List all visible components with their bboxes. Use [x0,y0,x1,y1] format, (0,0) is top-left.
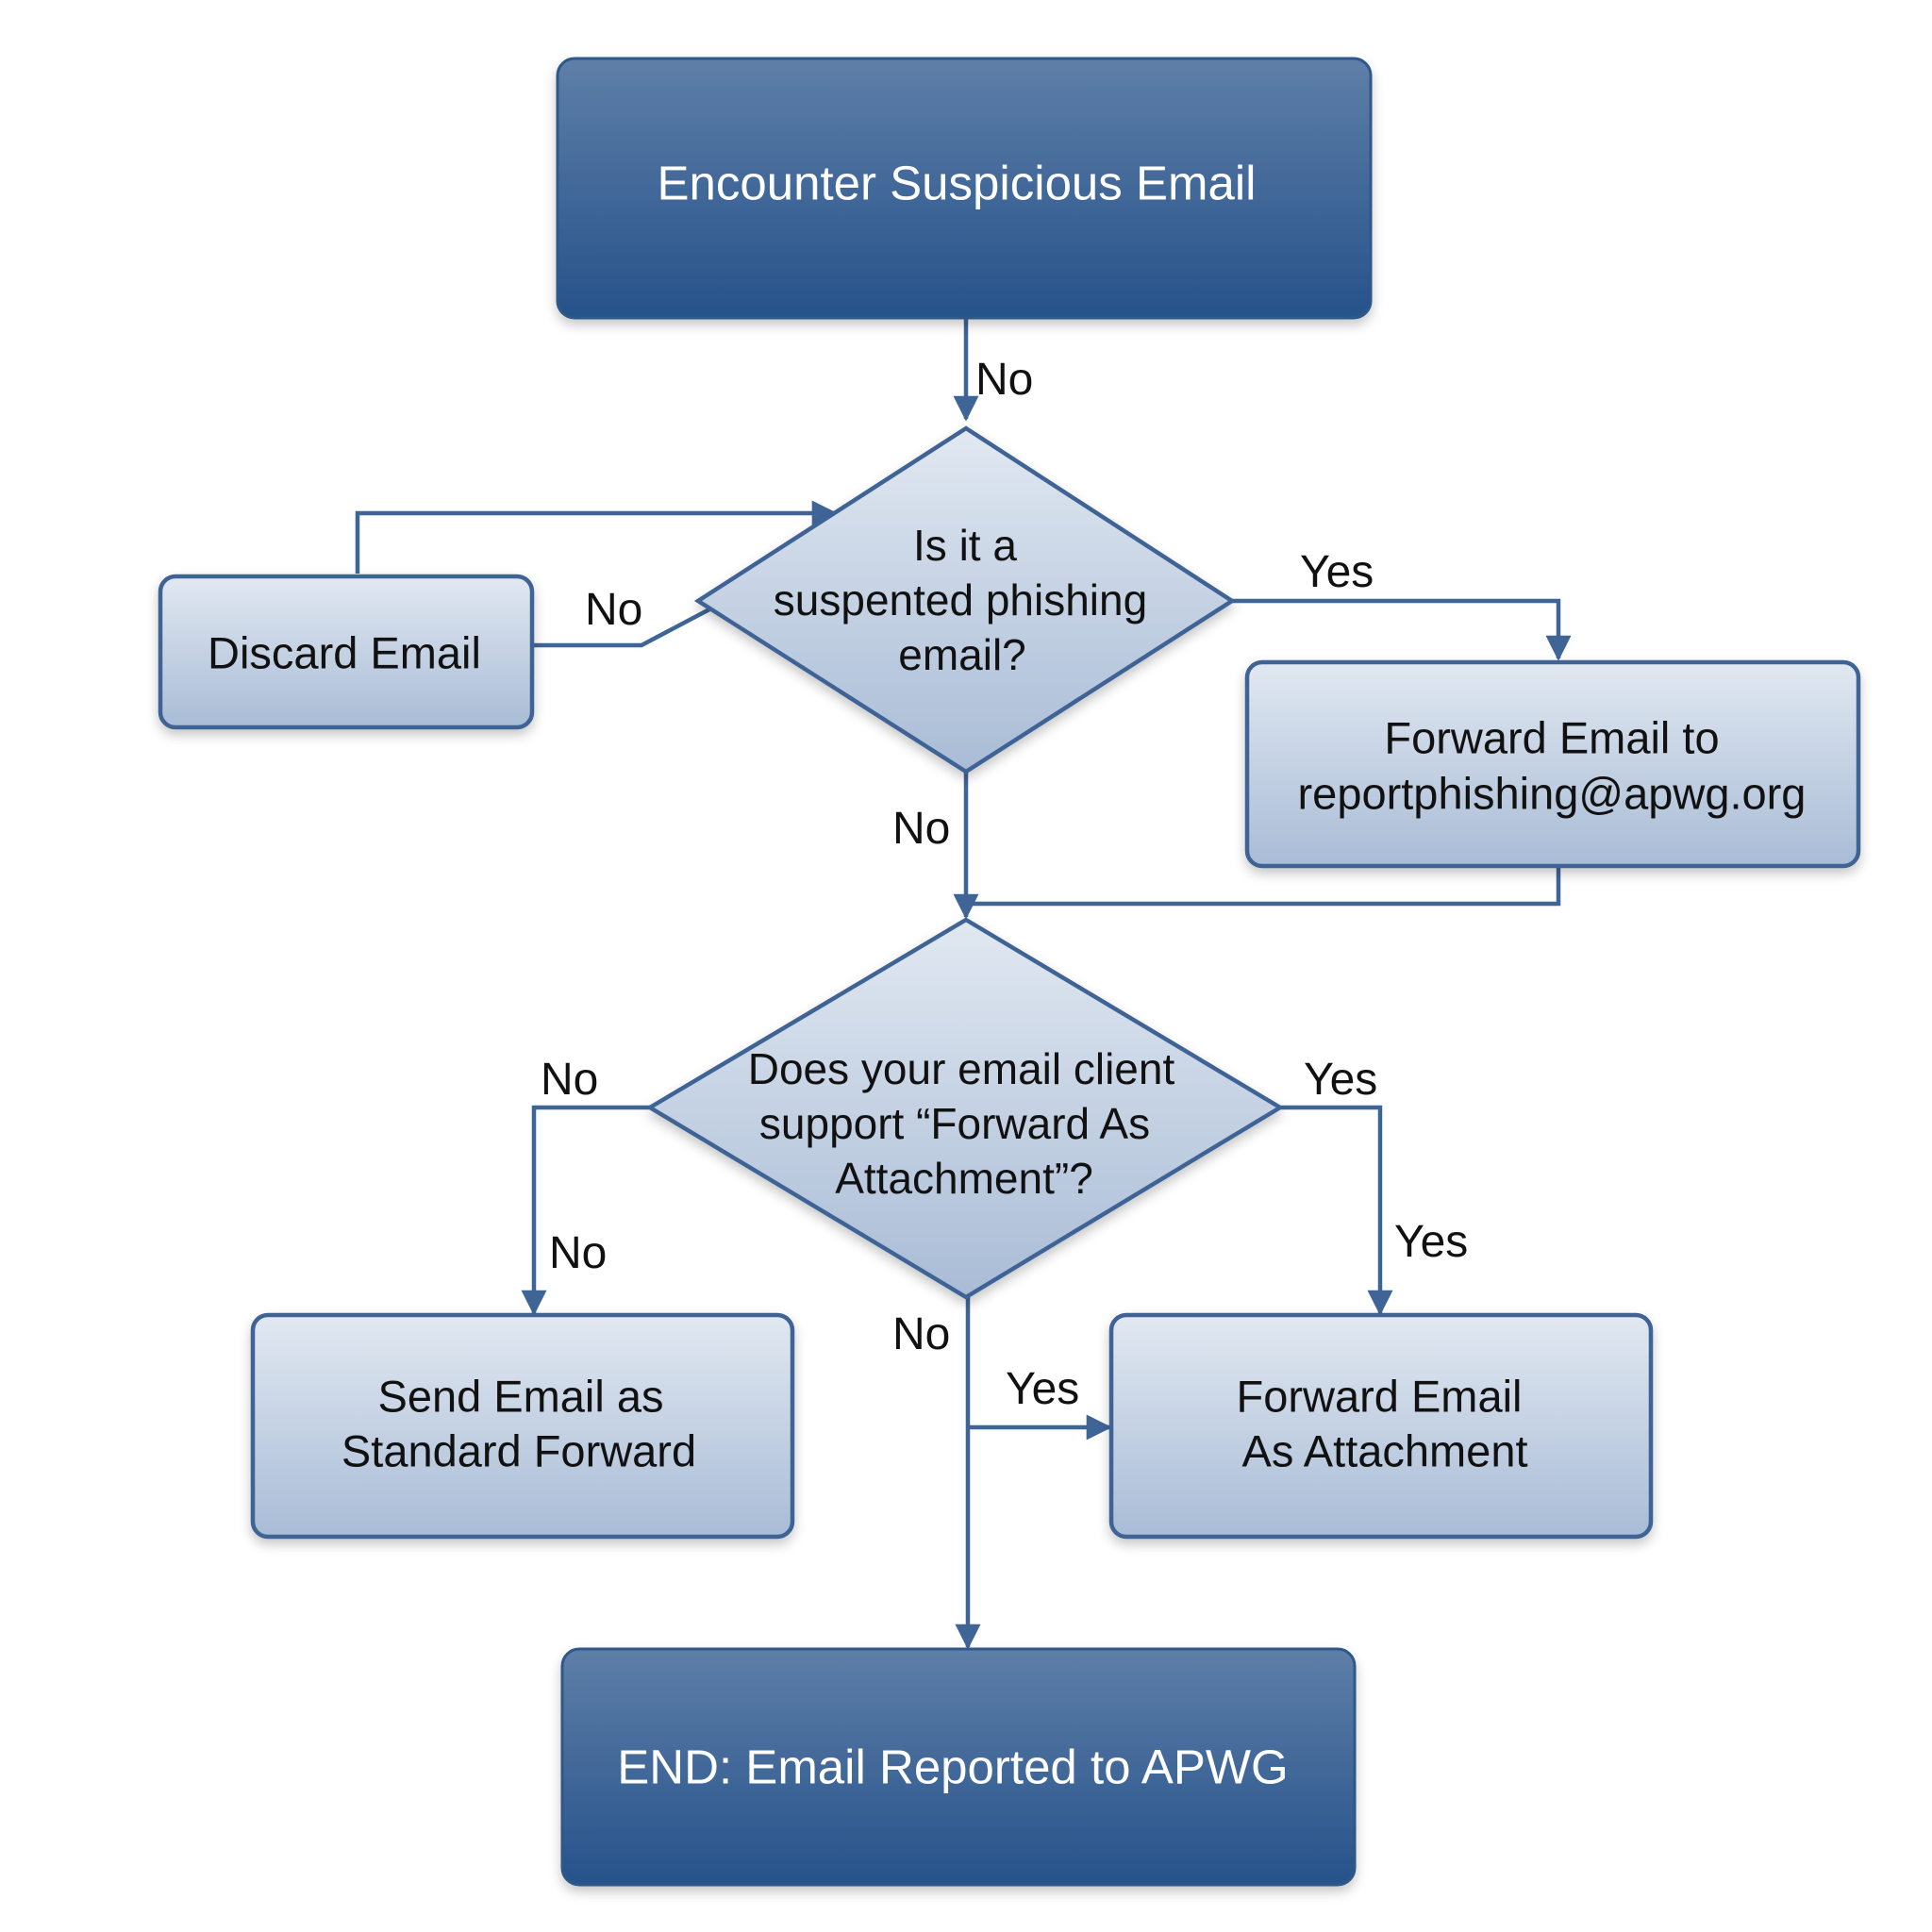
standard-forward-line-1: Send Email as [377,1372,663,1422]
decision-phishing-line-2: suspented phishing [774,575,1147,625]
forward-apwg-node: Forward Email to reportphishing@apwg.org [1244,659,1861,869]
label-q2-right-down: Yes [1394,1217,1468,1267]
decision-phishing-line-3: email? [898,630,1026,679]
forward-apwg-line-1: Forward Email to [1384,713,1719,763]
decision-phishing: Is it a suspented phishing email? [693,425,1237,774]
label-q1-to-forward: Yes [1300,547,1374,597]
connector-q2-to-attachment [1280,1105,1393,1316]
discard-node: Discard Email [158,574,535,730]
forward-apwg-line-2: reportphishing@apwg.org [1298,769,1807,819]
connector-q1-to-forward [1232,598,1572,661]
label-start-to-q1: No [975,355,1033,405]
decision-attachment-support: Does your email client support “Forward … [645,917,1285,1300]
start-node: Encounter Suspicious Email [556,57,1373,320]
connector-q1-to-discard [532,608,711,648]
decision-attachment-line-3: Attachment”? [835,1154,1093,1203]
label-q2-right: Yes [1304,1055,1377,1105]
standard-forward-node: Send Email as Standard Forward [250,1312,795,1540]
connector-discard-to-q1 [355,500,838,574]
decision-phishing-line-1: Is it a [913,521,1017,570]
connectors [355,319,1572,1650]
label-q2-left-down: No [549,1228,607,1278]
discard-node-text: Discard Email [208,628,481,678]
decision-attachment-line-1: Does your email client [748,1044,1175,1093]
label-q1-to-discard: No [585,585,642,635]
forward-attachment-line-1: Forward Email [1237,1372,1523,1422]
label-q1-to-q2: No [892,804,950,854]
end-node: END: Email Reported to APWG [560,1647,1357,1887]
forward-attachment-line-2: As Attachment [1241,1426,1527,1476]
label-to-attachment: Yes [1006,1364,1079,1414]
connector-q2-to-standard [521,1105,650,1316]
label-q2-left: No [541,1055,598,1105]
edge-labels: No No Yes No No No Yes Yes No Yes [541,355,1468,1414]
end-node-text: END: Email Reported to APWG [617,1740,1288,1794]
label-q2-down: No [892,1309,950,1359]
forward-attachment-node: Forward Email As Attachment [1108,1312,1654,1540]
decision-attachment-line-2: support “Forward As [759,1099,1150,1148]
start-node-text: Encounter Suspicious Email [658,157,1257,210]
standard-forward-line-2: Standard Forward [341,1426,696,1476]
connector-forward-to-q2 [966,866,1561,907]
